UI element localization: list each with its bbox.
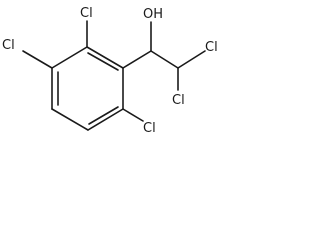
bond-carbinol-chcl2 bbox=[150, 50, 179, 69]
structure-diagram-canvas: Cl Cl Cl OH Cl Cl bbox=[0, 0, 233, 137]
atom-label-oh: OH bbox=[143, 7, 163, 22]
bond-ring-cl-bottom bbox=[122, 108, 144, 122]
atom-label-cl-right-top: Cl bbox=[205, 40, 218, 55]
benzene-ring bbox=[51, 46, 124, 131]
structure-diagram: Cl Cl Cl OH Cl Cl bbox=[2, 6, 218, 136]
ring-bond-1-inner bbox=[87, 52, 119, 71]
atom-label-cl-left: Cl bbox=[2, 38, 15, 53]
ring-bond-4 bbox=[51, 108, 89, 131]
ring-bond-3 bbox=[87, 108, 124, 131]
atom-label-cl-bottom: Cl bbox=[143, 121, 156, 136]
ring-bond-6 bbox=[51, 46, 88, 69]
ring-bond-1 bbox=[86, 46, 124, 69]
atom-label-cl-top: Cl bbox=[80, 6, 93, 21]
ring-bond-3-inner bbox=[88, 106, 119, 125]
bond-ring-cl-left bbox=[22, 50, 53, 69]
atom-label-cl-right-bottom: Cl bbox=[172, 93, 185, 108]
bond-ring-carbinol bbox=[122, 50, 152, 69]
bond-chcl2-cl-top bbox=[177, 50, 206, 69]
